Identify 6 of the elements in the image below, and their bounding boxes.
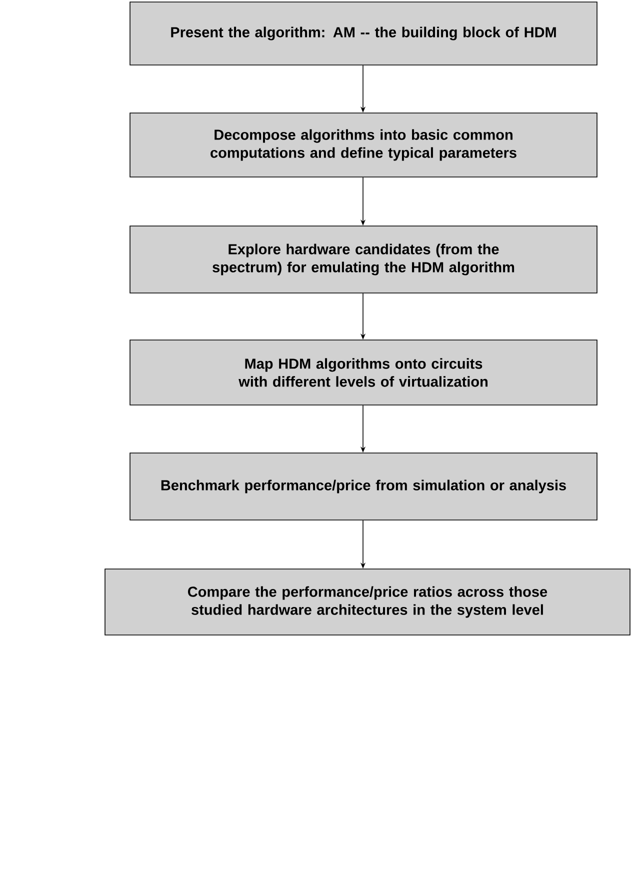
process-box: Compare the performance/price ratios across those studied hardware architectures in the system level (104, 568, 630, 636)
process-box: Map HDM algorithms onto circuits with different levels of virtualization (130, 340, 598, 406)
process-box: Decompose algorithms into basic common computations and define typical parameters (130, 112, 598, 178)
process-box: Explore hardware candidates (from the spectrum) for emulating the HDM algorithm (130, 226, 598, 294)
process-box: Benchmark performance/price from simulation or analysis (130, 452, 598, 520)
process-box: Present the algorithm: AM -- the building block of HDM (130, 2, 598, 66)
